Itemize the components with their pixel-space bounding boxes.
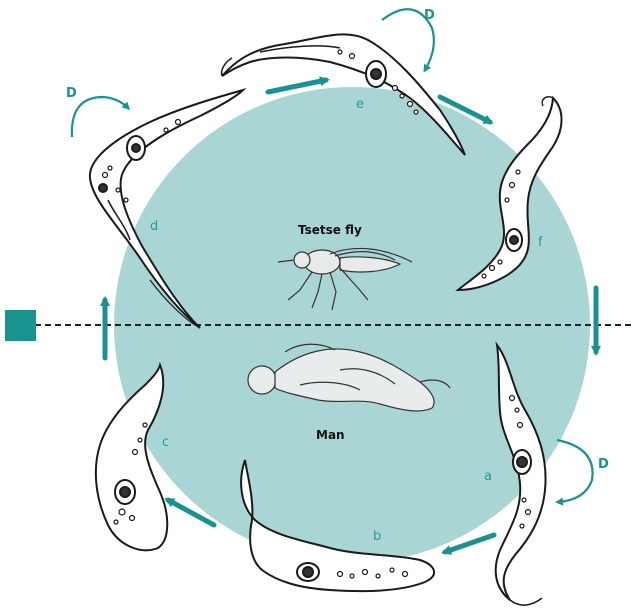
division-arrow-left	[72, 97, 128, 137]
stage-label-d: d	[150, 219, 158, 234]
stage-label-b: b	[373, 529, 381, 544]
division-label-top: D	[424, 8, 435, 23]
host-label-man: Man	[316, 428, 345, 442]
division-arrow-right	[557, 440, 593, 502]
division-label-right: D	[598, 457, 609, 472]
stage-label-c: c	[162, 435, 169, 450]
host-label-tsetse-fly: Tsetse fly	[298, 223, 362, 237]
stage-label-a: a	[484, 469, 492, 484]
stage-label-f: f	[538, 235, 543, 250]
division-label-left: D	[66, 86, 77, 101]
stage-label-e: e	[356, 97, 364, 112]
teal-square-marker	[5, 310, 36, 341]
